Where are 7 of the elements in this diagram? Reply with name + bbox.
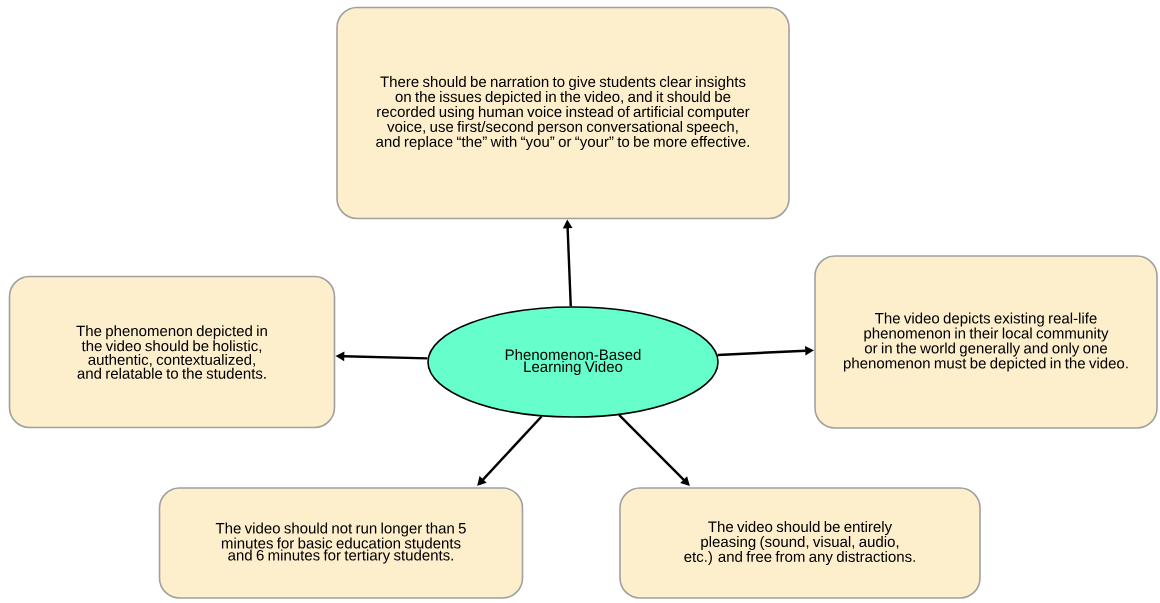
arrow <box>618 414 690 486</box>
arrow <box>477 415 543 486</box>
rounded-box: The phenomenon depicted in the video should be holistic, authentic, contextualized, and relatable to the students. <box>8 275 336 429</box>
rounded-box: There should be narration to give students clear insights on the issues depicted in the video, and it should be recorded using human voice instead of artificial computer voice, use first/second person conversational speech, and replace “the” with “you” or “your” to be more effective. <box>336 6 790 220</box>
rounded-box: The video should not run longer than 5 minutes for basic education students and 6 minutes for tertiary students. <box>158 487 524 599</box>
rounded-box: The video depicts existing real-life phenomenon in their local community or in the world generally and only one phenomenon must be depicted in the video. <box>814 255 1158 429</box>
rounded-box: The video should be entirely pleasing (sound, visual, audio, etc.) and free from any distractions. <box>619 487 981 599</box>
